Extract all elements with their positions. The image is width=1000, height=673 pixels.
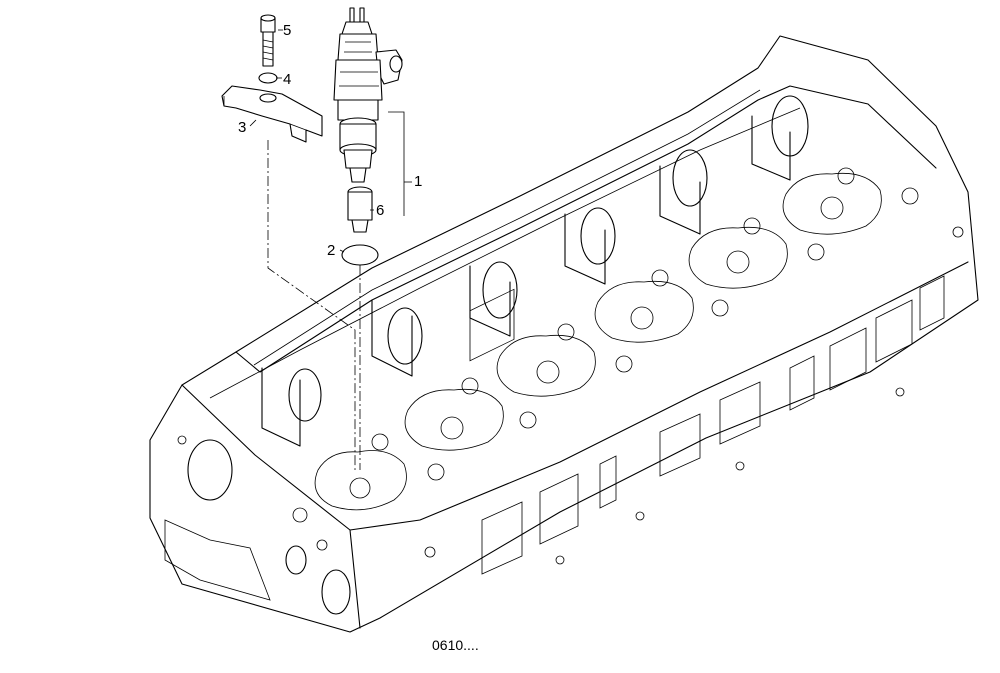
clamp-bracket bbox=[221, 85, 323, 143]
leader-lines bbox=[249, 29, 412, 253]
seal-ring bbox=[341, 244, 379, 266]
sleeve bbox=[347, 186, 373, 233]
callout-1: 1 bbox=[414, 173, 423, 190]
valve-pads bbox=[314, 167, 919, 511]
end-face-details bbox=[164, 435, 351, 615]
callout-4: 4 bbox=[283, 71, 292, 88]
assembly-phantom-lines bbox=[267, 140, 361, 470]
callout-3: 3 bbox=[238, 119, 247, 136]
cylinder-head bbox=[149, 35, 979, 633]
figure-code: 0610.... bbox=[432, 637, 479, 653]
washer bbox=[258, 72, 278, 84]
callout-5: 5 bbox=[283, 22, 292, 39]
bearing-towers bbox=[261, 95, 809, 447]
callout-6: 6 bbox=[376, 202, 385, 219]
side-face-windows bbox=[424, 226, 964, 575]
screw bbox=[260, 14, 276, 67]
injector bbox=[333, 7, 403, 183]
callout-2: 2 bbox=[327, 242, 336, 259]
